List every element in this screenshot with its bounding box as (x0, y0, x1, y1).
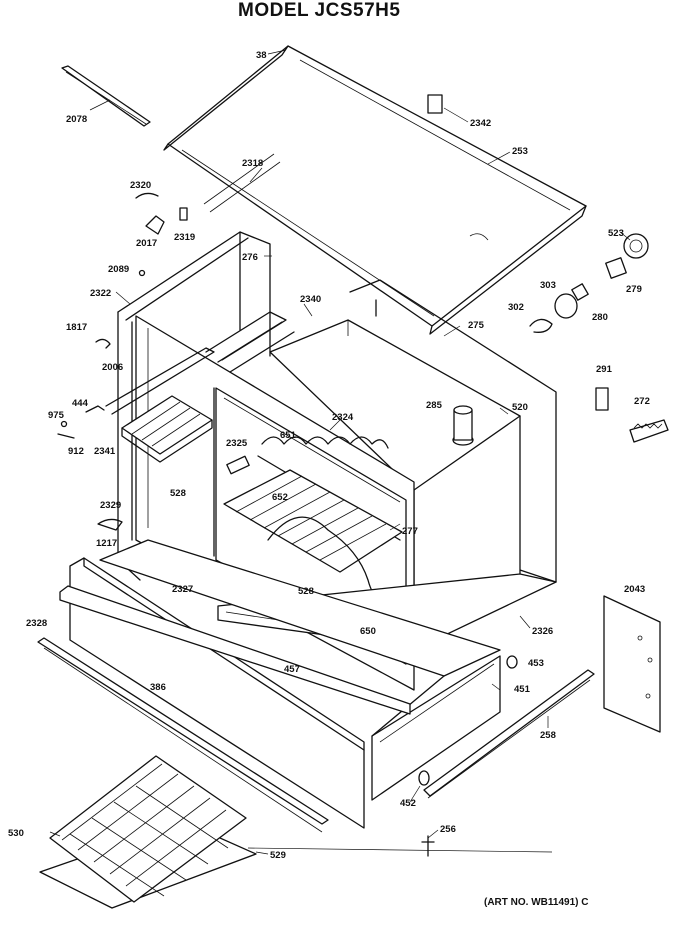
callout-2341: 2341 (94, 446, 116, 457)
callout-272: 272 (634, 396, 650, 407)
callout-277: 277 (402, 526, 418, 537)
callout-2326: 2326 (532, 626, 553, 637)
callout-452: 452 (400, 798, 416, 809)
side-trim-rail (423, 669, 595, 799)
callout-528: 528 (170, 488, 186, 499)
callout-2006: 2006 (102, 362, 123, 373)
callout-2327: 2327 (172, 584, 193, 595)
callout-2078: 2078 (66, 114, 87, 125)
callout-2329: 2329 (100, 500, 121, 511)
side-panel (603, 595, 661, 733)
callout-258: 258 (540, 730, 556, 741)
callout-2089: 2089 (108, 264, 129, 275)
broiler-pan (39, 755, 257, 909)
callout-2322: 2322 (90, 288, 111, 299)
rack-supports (205, 311, 295, 373)
oven-rack-lower (223, 469, 403, 606)
callout-302: 302 (508, 302, 524, 313)
callout-275: 275 (468, 320, 485, 331)
model-title: MODEL JCS57H5 (238, 0, 401, 21)
callout-530: 530 (8, 828, 24, 839)
callout-386: 386 (150, 682, 166, 693)
callout-291: 291 (596, 364, 613, 375)
callout-303: 303 (540, 280, 556, 291)
small-hardware-clips (57, 192, 188, 531)
callout-651: 651 (280, 430, 297, 441)
callout-975: 975 (48, 410, 65, 421)
callout-38: 38 (256, 50, 267, 61)
callout-652: 652 (272, 492, 288, 503)
callout-444: 444 (72, 398, 89, 409)
callout-279: 279 (626, 284, 642, 295)
callout-labels: 38 2078 2342 253 2318 2320 2017 2319 523… (8, 50, 650, 861)
callout-276: 276 (242, 252, 258, 263)
callout-2043: 2043 (624, 584, 645, 595)
right-side-hardware (418, 387, 669, 857)
callout-2340: 2340 (300, 294, 321, 305)
callout-leader-lines (49, 49, 631, 855)
callout-2324: 2324 (332, 412, 354, 423)
callout-280: 280 (592, 312, 608, 323)
callout-2325: 2325 (226, 438, 248, 449)
callout-2318: 2318 (242, 158, 263, 169)
top-cover-panel (163, 45, 587, 335)
callout-520: 520 (512, 402, 528, 413)
callout-2320: 2320 (130, 180, 151, 191)
callout-1817: 1817 (66, 322, 87, 333)
callout-457: 457 (284, 664, 300, 675)
callout-253: 253 (512, 146, 528, 157)
callout-523: 523 (608, 228, 624, 239)
callout-2319: 2319 (174, 232, 195, 243)
oven-rack-upper (121, 395, 213, 463)
callout-285: 285 (426, 400, 443, 411)
callout-529: 529 (270, 850, 286, 861)
callout-1217: 1217 (96, 538, 117, 549)
callout-256: 256 (440, 824, 456, 835)
art-number: (ART NO. WB11491) C (484, 897, 589, 908)
callout-2017: 2017 (136, 238, 157, 249)
storage-drawer (99, 539, 501, 801)
left-trim-strip (61, 65, 151, 127)
callout-2342: 2342 (470, 118, 491, 129)
lower-trim-strip (37, 637, 329, 833)
callout-650: 650 (360, 626, 376, 637)
callout-2328: 2328 (26, 618, 47, 629)
drawer-front-panel (59, 557, 411, 829)
callout-912: 912 (68, 446, 84, 457)
callout-528-lower: 528 (298, 586, 314, 597)
callout-451: 451 (514, 684, 531, 695)
callout-453: 453 (528, 658, 544, 669)
